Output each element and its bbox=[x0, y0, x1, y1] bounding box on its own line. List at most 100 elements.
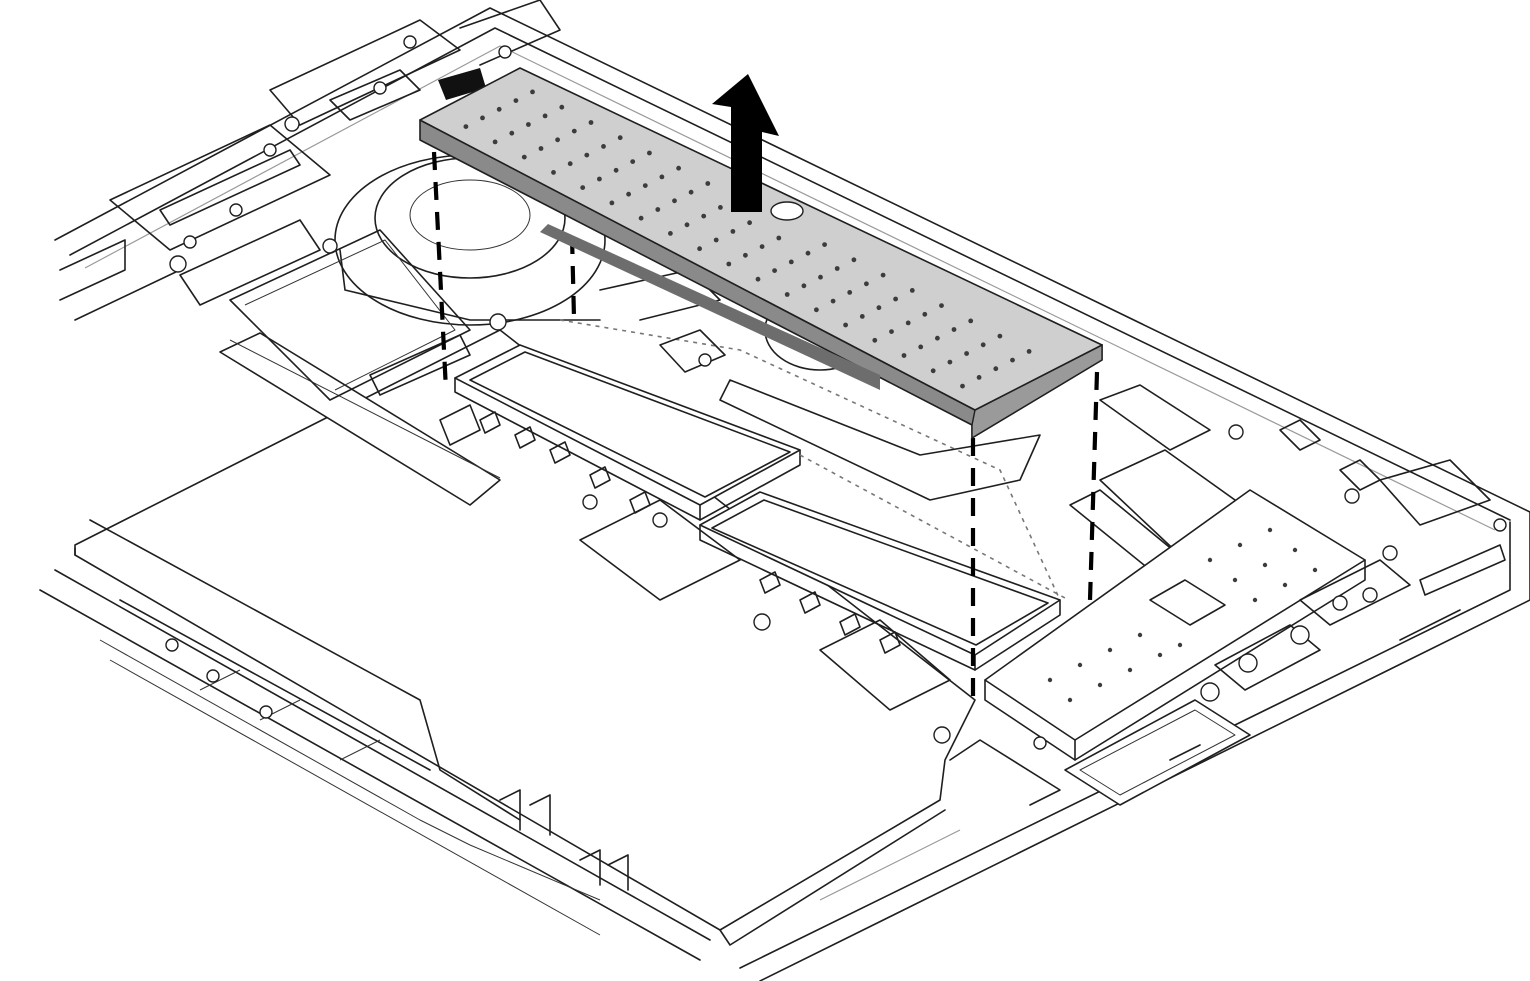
battery bbox=[74, 329, 976, 946]
chassis-outline bbox=[39, 7, 1530, 981]
perforation-hole bbox=[659, 174, 665, 180]
perforation-hole bbox=[947, 359, 953, 365]
perforation-hole bbox=[551, 170, 556, 175]
perforation-hole bbox=[713, 237, 719, 243]
perforation-hole bbox=[601, 144, 606, 149]
perforation-hole bbox=[580, 185, 586, 191]
flex-cable-sheet bbox=[219, 332, 501, 506]
perforation-hole bbox=[743, 252, 748, 258]
perforation-hole bbox=[609, 200, 615, 206]
perforation-hole bbox=[843, 322, 848, 328]
perforation-hole bbox=[759, 244, 765, 250]
perforation-hole bbox=[909, 288, 915, 293]
perforation-hole bbox=[772, 268, 777, 273]
perforation-hole bbox=[997, 333, 1003, 339]
shield-cover-perforations bbox=[463, 89, 1032, 389]
perforation-hole bbox=[526, 122, 531, 127]
perforation-hole bbox=[922, 311, 928, 317]
perforation-hole bbox=[617, 135, 623, 141]
perforation-hole bbox=[509, 130, 515, 136]
perforation-hole bbox=[630, 159, 636, 165]
perforation-hole bbox=[818, 274, 823, 280]
perforation-hole bbox=[784, 292, 790, 297]
shield-cover bbox=[419, 67, 1103, 440]
perforation-hole bbox=[859, 314, 865, 319]
perforation-hole bbox=[688, 189, 694, 195]
perforation-hole bbox=[976, 375, 982, 380]
perforation-hole bbox=[542, 113, 548, 119]
perforation-hole bbox=[993, 366, 999, 372]
perforation-hole bbox=[822, 242, 827, 248]
perforation-hole bbox=[830, 298, 836, 304]
perforation-hole bbox=[626, 191, 631, 197]
perforation-hole bbox=[968, 318, 974, 324]
module-connectors bbox=[479, 411, 901, 654]
perforation-hole bbox=[864, 281, 869, 287]
perforation-hole bbox=[463, 124, 469, 129]
perforation-hole bbox=[1010, 357, 1015, 363]
perforation-hole bbox=[905, 320, 911, 326]
shield-cover-top-face bbox=[419, 67, 1103, 411]
perforation-hole bbox=[801, 283, 807, 289]
perforation-hole bbox=[747, 220, 752, 226]
arrow-up-icon bbox=[712, 74, 779, 212]
perforation-hole bbox=[642, 183, 648, 189]
perforation-hole bbox=[918, 344, 924, 350]
perforation-hole bbox=[776, 235, 782, 241]
perforation-hole bbox=[513, 98, 519, 103]
shield-cover-hole bbox=[770, 201, 804, 221]
perforation-hole bbox=[684, 222, 690, 228]
perforation-hole bbox=[701, 213, 707, 219]
perforation-hole bbox=[638, 215, 644, 221]
perforation-hole bbox=[876, 305, 882, 311]
memory-modules bbox=[439, 319, 1066, 744]
io-board bbox=[109, 0, 561, 401]
perforation-hole bbox=[964, 351, 969, 356]
perforation-hole bbox=[567, 161, 573, 167]
perforation-hole bbox=[496, 106, 502, 112]
perforation-hole bbox=[901, 353, 907, 358]
perforation-hole bbox=[655, 207, 661, 212]
perforation-hole bbox=[597, 176, 602, 182]
perforation-hole bbox=[492, 139, 498, 145]
perforation-hole bbox=[726, 261, 732, 267]
perforation-hole bbox=[814, 307, 819, 313]
perforation-hole bbox=[935, 335, 940, 341]
shield-cover-side-face bbox=[971, 343, 1103, 440]
perforation-hole bbox=[613, 167, 619, 173]
perforation-hole bbox=[647, 150, 652, 156]
perforation-hole bbox=[939, 303, 944, 308]
perforation-hole bbox=[480, 115, 485, 121]
perforation-hole bbox=[584, 152, 590, 158]
perforation-hole bbox=[588, 120, 594, 125]
perforation-hole bbox=[755, 276, 761, 282]
perforation-hole bbox=[980, 342, 986, 348]
perforation-hole bbox=[521, 154, 527, 160]
perforation-hole bbox=[847, 290, 853, 295]
perforation-hole bbox=[788, 259, 794, 265]
perforation-hole bbox=[571, 128, 577, 134]
perforation-hole bbox=[538, 146, 544, 151]
perforation-hole bbox=[1026, 349, 1032, 354]
perforation-hole bbox=[872, 337, 878, 343]
alignment-dashed-lines bbox=[431, 151, 1100, 700]
perforation-hole bbox=[951, 327, 957, 332]
perforation-hole bbox=[559, 104, 565, 110]
perforation-hole bbox=[834, 266, 840, 271]
perforation-hole bbox=[668, 231, 673, 236]
perforation-hole bbox=[960, 383, 965, 389]
perforation-hole bbox=[805, 250, 811, 256]
second-shield-perforations bbox=[1047, 527, 1318, 703]
perforation-hole bbox=[672, 198, 677, 204]
perforation-hole bbox=[893, 296, 898, 302]
perforation-hole bbox=[705, 181, 711, 186]
perforation-hole bbox=[555, 137, 560, 143]
perforation-hole bbox=[697, 246, 702, 252]
perforation-hole bbox=[530, 89, 535, 95]
perforation-hole bbox=[889, 329, 894, 334]
perforation-hole bbox=[676, 165, 681, 171]
perforation-hole bbox=[851, 257, 857, 263]
perforation-hole bbox=[718, 205, 723, 210]
right-components bbox=[949, 384, 1507, 806]
